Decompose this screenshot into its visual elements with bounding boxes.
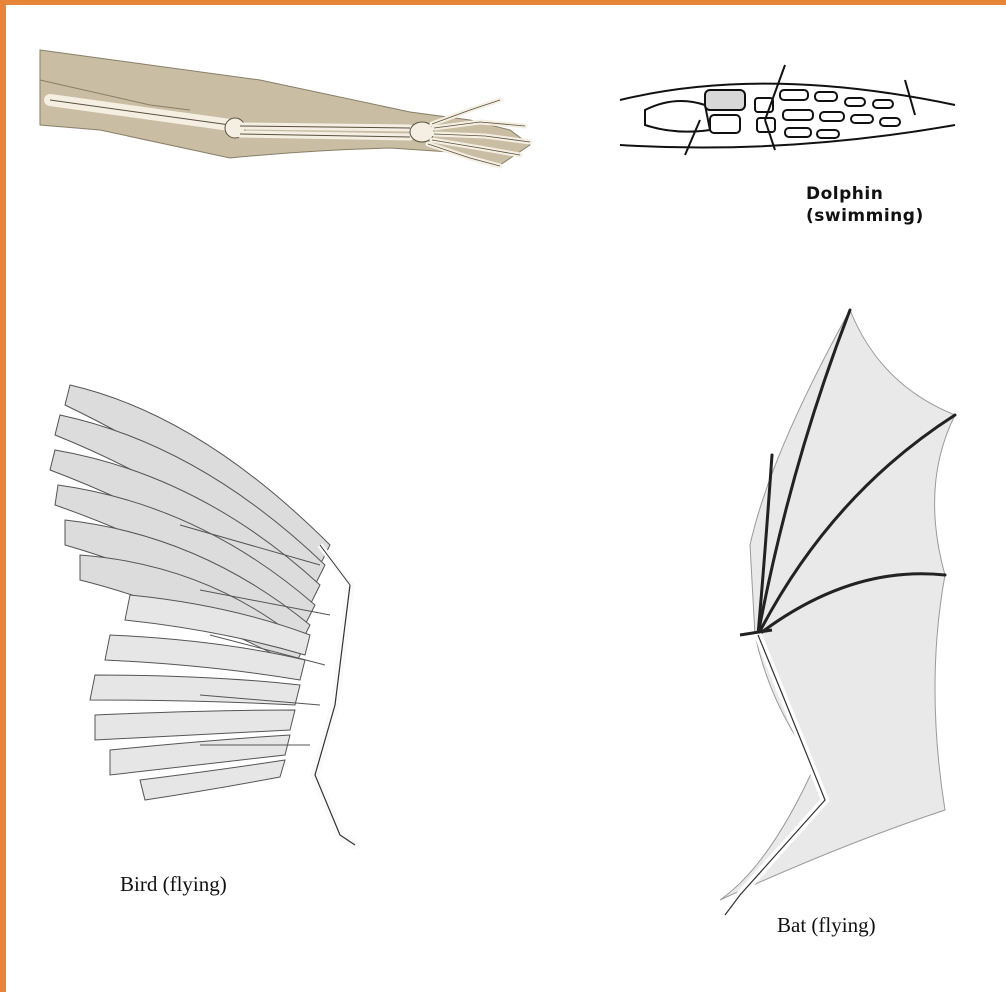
bat-wing-skeleton-icon (710, 305, 970, 925)
bat-label: Bat (flying) (777, 913, 876, 938)
bird-label: Bird (flying) (120, 872, 227, 897)
human-arm-skeleton-icon (30, 40, 540, 180)
bird-wing-skeleton-icon (50, 375, 380, 855)
dolphin-label: Dolphin (swimming) (806, 183, 924, 227)
dolphin-flipper-skeleton-icon (615, 60, 965, 170)
